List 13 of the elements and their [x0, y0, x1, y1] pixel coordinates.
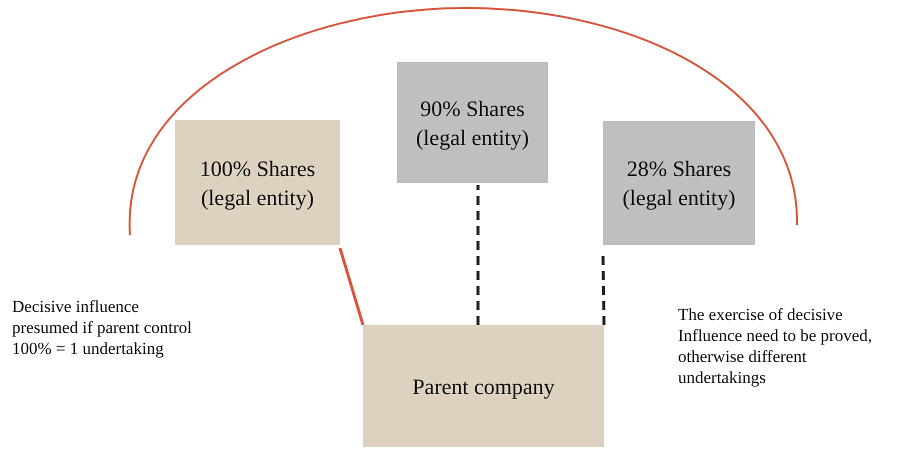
share-box: [603, 121, 755, 245]
dashed-connector: [476, 185, 480, 325]
connector-line: [338, 248, 364, 326]
parent-company-box: [363, 325, 604, 447]
box-label: 90% Shares (legal entity): [414, 94, 530, 152]
box-label: 28% Shares (legal entity): [621, 155, 736, 212]
dashed-connector: [602, 254, 606, 326]
share-box: [175, 120, 340, 245]
share-box: [397, 62, 548, 183]
box-label: Parent company: [412, 372, 555, 400]
box-label: 100% Shares (legal entity): [198, 154, 316, 212]
note-text: The exercise of decisive Influence need to be proved, otherwise different undertakings: [678, 304, 873, 388]
note-text: Decisive influence presumed if parent control 100% = 1 undertaking: [12, 296, 193, 359]
